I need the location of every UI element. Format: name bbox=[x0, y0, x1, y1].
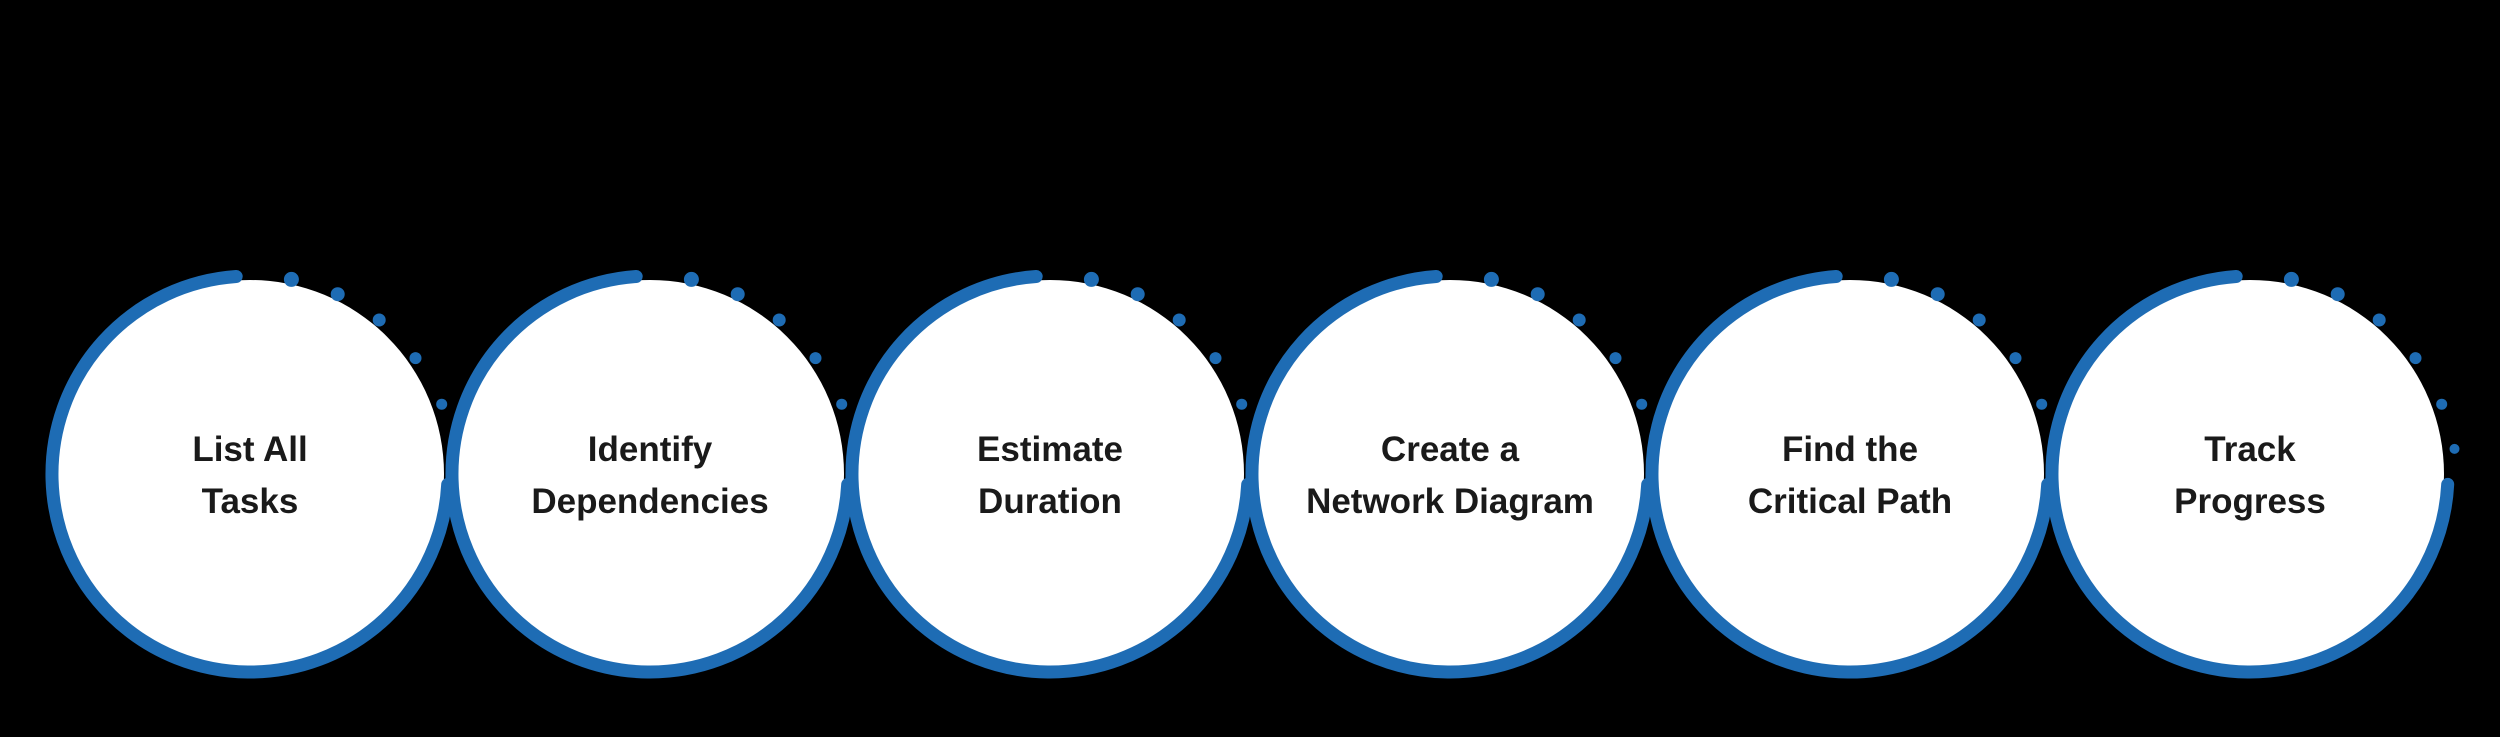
step-label-line2: Duration bbox=[978, 482, 1122, 521]
step-label: List All Tasks bbox=[192, 424, 307, 528]
step-label-line1: Estimate bbox=[977, 430, 1123, 469]
step-label-line2: Tasks bbox=[201, 482, 299, 521]
step-label-line1: Create a bbox=[1380, 430, 1520, 469]
step-label-line2: Dependencies bbox=[531, 482, 769, 521]
step-circle-find-critical-path: Find the Critical Path bbox=[1638, 262, 2062, 686]
step-circle-identify-dependencies: Identify Dependencies bbox=[438, 262, 862, 686]
step-label-line1: List All bbox=[192, 430, 308, 469]
step-circle-estimate-duration: Estimate Duration bbox=[838, 262, 1262, 686]
step-label-line1: Track bbox=[2204, 430, 2296, 469]
step-label: Create a Network Diagram bbox=[1306, 424, 1594, 528]
step-label-line1: Find the bbox=[1781, 430, 1919, 469]
step-circle-create-network-diagram: Create a Network Diagram bbox=[1238, 262, 1662, 686]
step-label: Estimate Duration bbox=[977, 424, 1123, 528]
step-label-line1: Identify bbox=[587, 430, 713, 469]
step-label: Identify Dependencies bbox=[531, 424, 768, 528]
step-label-line2: Critical Path bbox=[1747, 482, 1953, 521]
step-circle-list-all-tasks: List All Tasks bbox=[38, 262, 462, 686]
step-label-line2: Progress bbox=[2174, 482, 2326, 521]
steps-row: List All Tasks Identify Dependencies Est… bbox=[38, 262, 2462, 686]
step-label: Find the Critical Path bbox=[1748, 424, 1952, 528]
step-circle-track-progress: Track Progress bbox=[2038, 262, 2462, 686]
step-label-line2: Network Diagram bbox=[1306, 482, 1594, 521]
step-label: Track Progress bbox=[2174, 424, 2326, 528]
